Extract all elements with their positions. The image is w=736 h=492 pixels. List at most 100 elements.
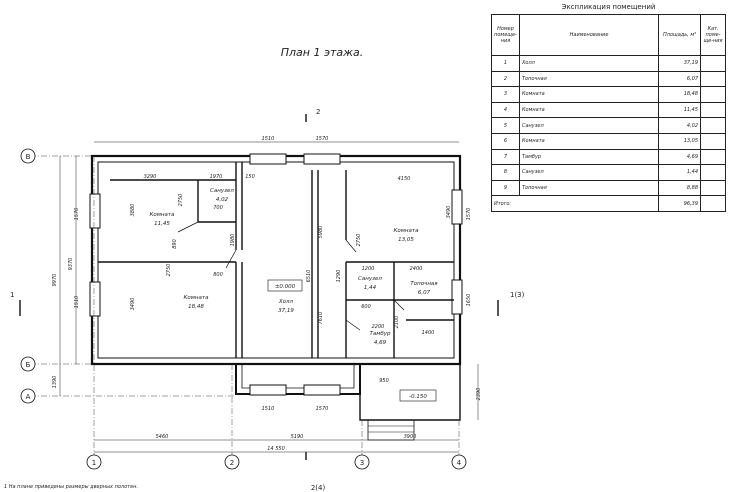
table-cell: 8,88 (658, 179, 702, 197)
room-area: 11,45 (154, 221, 170, 227)
table-cell: 4 (491, 101, 520, 119)
dim-label: 3290 (144, 174, 157, 180)
table-cell: Комната (518, 86, 660, 103)
table-cell: 2 (491, 70, 520, 88)
dim-label: 1980 (230, 234, 236, 247)
interior-walls (98, 162, 454, 358)
footnote: 1 На плане приведены размеры дверных пол… (4, 484, 138, 490)
axis-markers (20, 148, 467, 470)
table-cell (700, 132, 726, 150)
axis-label-4: 4 (457, 459, 462, 467)
section-mark-bottom: 2(4) (311, 484, 326, 492)
dim-label: 1970 (210, 174, 223, 180)
room-area: 13,05 (398, 237, 414, 243)
table-cell: Топочная (518, 179, 660, 197)
room-name: Санузел (358, 276, 382, 282)
room-name: Комната (184, 295, 210, 301)
level-floor: ±0.000 (275, 284, 296, 290)
dim-label: 2100 (394, 316, 400, 329)
dim-label: 2400 (410, 266, 423, 272)
room-schedule-table: Номер помеще-ния Наименование Площадь, м… (490, 14, 726, 212)
table-cell (700, 86, 726, 103)
dim-label: 4150 (398, 176, 411, 182)
axis-label-v: В (26, 153, 31, 161)
dim-label: 5980 (318, 226, 324, 239)
dimension-labels: 14 550 5460 5190 3900 1510 1570 1510 157… (52, 136, 482, 452)
table-cell: Тамбур (518, 148, 660, 166)
table-cell: 13,05 (658, 132, 702, 150)
door-swings (177, 221, 405, 331)
table-cell (700, 164, 726, 181)
table-cell: 4,02 (658, 117, 702, 134)
table-cell: 8 (491, 164, 520, 181)
table-cell (700, 70, 726, 88)
axis-label-1: 1 (92, 459, 96, 467)
dim-label: 2200 (372, 324, 385, 330)
room-name: Комната (394, 228, 420, 234)
room-area: 6,07 (418, 290, 431, 296)
room-area: 37,19 (278, 308, 294, 314)
room-name: Холл (278, 299, 294, 305)
room-name: Топочная (410, 281, 438, 287)
table-cell: 5 (491, 117, 520, 134)
table-cell: 6,07 (658, 70, 702, 88)
section-cut-marks (19, 114, 499, 460)
dim-label: 1570 (74, 208, 80, 221)
section-mark-left: 1 (10, 291, 14, 299)
dim-label: 1390 (52, 376, 58, 389)
dim-label: 1510 (262, 406, 275, 412)
table-total-row: Итого:96,39 (490, 195, 726, 212)
dim-label: 1200 (362, 266, 375, 272)
dim-label: 600 (361, 304, 371, 310)
dim-label: 1570 (466, 208, 472, 221)
section-mark-top: 2 (316, 108, 320, 116)
table-cell: 6 (491, 132, 520, 150)
plan-title: План 1 этажа. (281, 46, 364, 59)
axis-label-2: 2 (230, 459, 234, 467)
dim-label: 2750 (178, 194, 184, 207)
table-cell: Комната (518, 101, 660, 119)
table-cell: 37,19 (658, 55, 702, 72)
room-area: 4,69 (374, 340, 387, 346)
dim-label: 7610 (318, 312, 324, 325)
dim-label: 1570 (316, 136, 329, 142)
dim-label: 800 (213, 272, 223, 278)
level-marks (267, 279, 437, 402)
dim-label: 3900 (404, 434, 417, 440)
table-cell: 1,44 (658, 164, 702, 181)
table-header: Наименование (518, 14, 660, 56)
axis-label-b: Б (26, 361, 31, 369)
dimension-lines (59, 141, 479, 453)
dim-label: 2390 (476, 388, 482, 401)
table-cell: 4,69 (658, 148, 702, 166)
table-cell (700, 179, 726, 197)
room-area: 18,48 (188, 304, 204, 310)
dim-label: 9370 (68, 258, 74, 271)
table-cell (700, 148, 726, 166)
table-header-row: Номер помеще-ния Наименование Площадь, м… (491, 14, 726, 56)
room-area: 1,44 (364, 285, 377, 291)
table-cell (700, 55, 726, 72)
dim-label: 3880 (130, 204, 136, 217)
table-cell: 1 (491, 55, 520, 72)
table-header: Площадь, м² (658, 14, 702, 56)
table-cell: 18,48 (658, 86, 702, 103)
room-labels: Комната 11,45 Санузел 4,02 Комната 18,48… (150, 188, 439, 346)
dim-label: 700 (213, 205, 223, 211)
table-header: Номер помеще-ния (491, 14, 520, 56)
dim-label: 9970 (52, 274, 58, 287)
dim-label: 1290 (336, 270, 342, 283)
dim-label: 1400 (422, 330, 435, 336)
dim-label: 5190 (291, 434, 304, 440)
table-header: Кат. поме-ще-ния (700, 14, 726, 56)
dim-label: 890 (172, 239, 178, 249)
table-caption: Экспликация помещений (561, 3, 656, 11)
